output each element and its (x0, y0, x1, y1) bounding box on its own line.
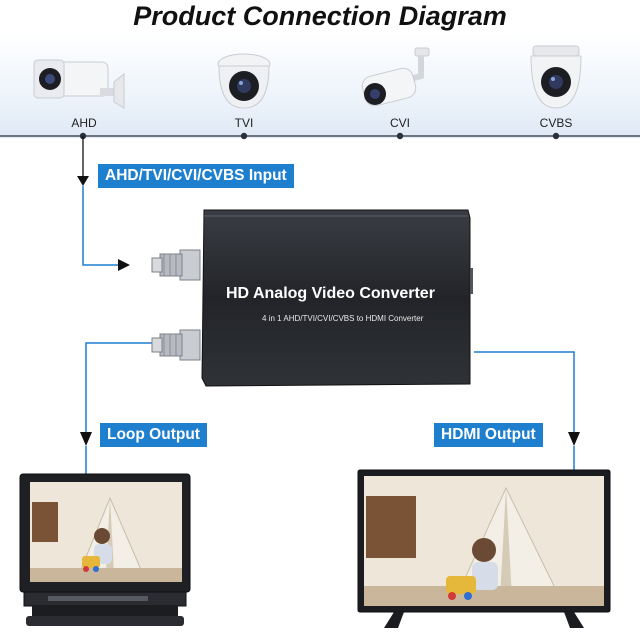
loop-monitor (18, 472, 192, 629)
hdmi-tv (356, 468, 612, 629)
loop-output-tag: Loop Output (100, 423, 207, 447)
bus-node (552, 132, 560, 140)
bnc-input-connector (150, 246, 202, 284)
converter-device (198, 208, 474, 388)
converter-title: HD Analog Video Converter (226, 285, 435, 302)
dome-camera-icon (209, 50, 279, 116)
dome-camera-icon (523, 42, 589, 114)
input-line (82, 186, 120, 266)
bullet-camera-icon (30, 52, 130, 114)
bullet-camera-icon (355, 46, 445, 114)
camera-label-cvbs: CVBS (539, 116, 573, 130)
camera-label-tvi: TVI (234, 116, 254, 130)
bnc-loop-connector (150, 326, 202, 364)
input-arrow-head (118, 259, 130, 271)
bus-node (396, 132, 404, 140)
bus-node (240, 132, 248, 140)
loop-arrow-head (80, 432, 92, 446)
hdmi-arrow-head (568, 432, 580, 446)
down-arrow-head (77, 176, 89, 186)
converter-subtitle: 4 in 1 AHD/TVI/CVI/CVBS to HDMI Converte… (262, 314, 424, 323)
input-tag: AHD/TVI/CVI/CVBS Input (98, 164, 294, 188)
page-title: Product Connection Diagram (133, 1, 507, 31)
hdmi-line (474, 351, 575, 432)
hdmi-output-tag: HDMI Output (434, 423, 543, 447)
camera-label-ahd: AHD (71, 116, 97, 130)
camera-label-cvi: CVI (389, 116, 410, 130)
loop-line (85, 342, 152, 432)
